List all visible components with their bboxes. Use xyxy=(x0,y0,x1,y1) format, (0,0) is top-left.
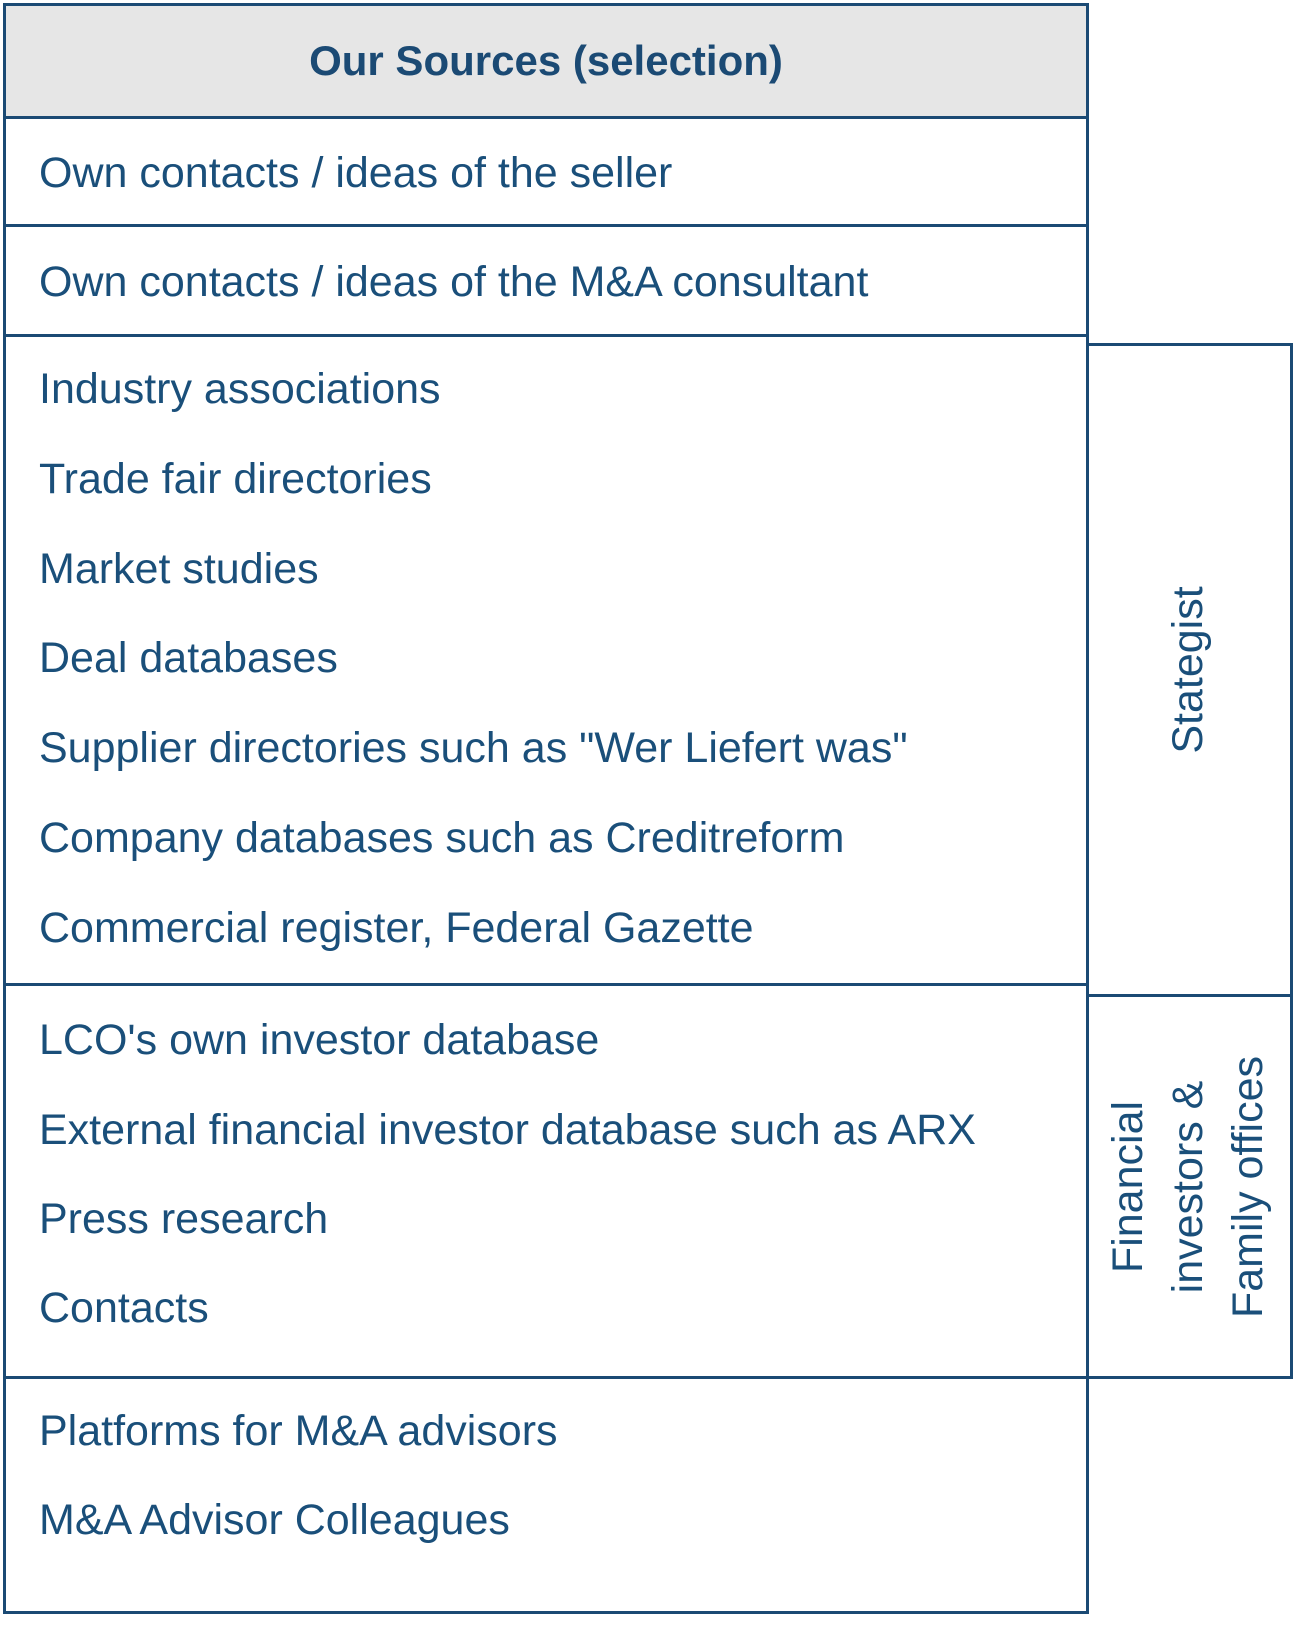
section-strategist: Industry associations Trade fair directo… xyxy=(3,334,1089,986)
section-advisors: Platforms for M&A advisors M&A Advisor C… xyxy=(3,1376,1089,1614)
list-item: Industry associations xyxy=(39,365,441,413)
list-item: Own contacts / ideas of the seller xyxy=(39,149,673,197)
list-item: Supplier directories such as "Wer Liefer… xyxy=(39,724,908,772)
list-item: LCO's own investor database xyxy=(39,1016,600,1064)
list-item: Trade fair directories xyxy=(39,455,432,503)
side-label-line: Financial xyxy=(1104,1100,1152,1273)
list-item: Deal databases xyxy=(39,634,338,682)
side-label-financial: Financial investors & Family offices xyxy=(1098,1055,1278,1317)
side-label-strategist: Stategist xyxy=(1164,586,1212,754)
list-item: Commercial register, Federal Gazette xyxy=(39,904,754,952)
table-title: Our Sources (selection) xyxy=(309,37,783,84)
list-item: Own contacts / ideas of the M&A consulta… xyxy=(39,258,869,306)
section-seller: Own contacts / ideas of the seller xyxy=(3,116,1089,227)
list-item: Market studies xyxy=(39,545,319,593)
side-label-line: Family offices xyxy=(1224,1055,1272,1318)
list-item: External financial investor database suc… xyxy=(39,1106,976,1154)
side-label-financial-box: Financial investors & Family offices xyxy=(1086,994,1293,1379)
table-header: Our Sources (selection) xyxy=(3,3,1089,119)
section-consultant: Own contacts / ideas of the M&A consulta… xyxy=(3,224,1089,337)
list-item: Platforms for M&A advisors xyxy=(39,1407,558,1455)
list-item: Contacts xyxy=(39,1284,209,1332)
list-item: M&A Advisor Colleagues xyxy=(39,1496,510,1544)
side-label-strategist-box: Stategist xyxy=(1086,343,1293,997)
side-label-line: investors & xyxy=(1164,1080,1212,1293)
list-item: Press research xyxy=(39,1195,329,1243)
list-item: Company databases such as Creditreform xyxy=(39,814,845,862)
section-financial: LCO's own investor database External fin… xyxy=(3,983,1089,1379)
